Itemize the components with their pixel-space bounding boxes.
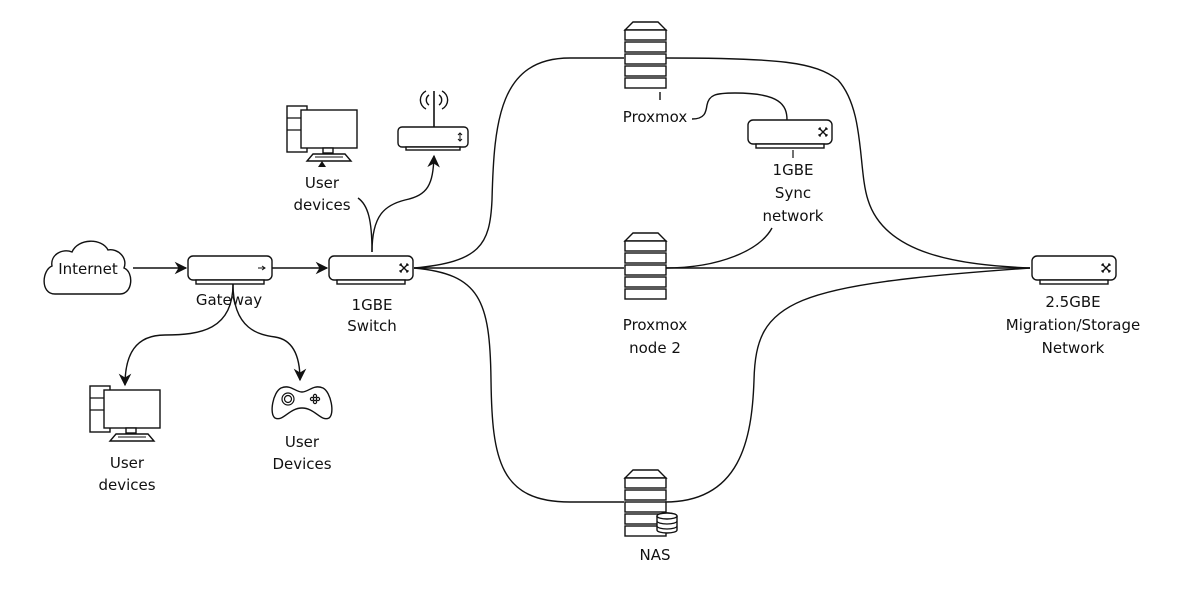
node-user-devices-bottom[interactable]: [89, 385, 161, 442]
arrow-right-icon: [258, 265, 266, 271]
node-label-proxmox2-line1: Proxmox: [623, 316, 688, 334]
node-label: Internet: [58, 260, 118, 278]
node-label-nas: NAS: [639, 546, 670, 564]
node-label-gamepad-line1: User: [285, 433, 320, 451]
edge-gateway-pc-bottom: [118, 283, 234, 387]
node-gateway[interactable]: [187, 255, 273, 285]
edge-nas-25g: [664, 267, 1031, 503]
edge-switch-proxmox1: [413, 57, 624, 269]
node-label-gamepad-line2: Devices: [272, 455, 331, 473]
server-icon: [624, 21, 667, 89]
edge-proxmox2-sync: [664, 227, 773, 269]
node-label-sync-line3: network: [763, 207, 824, 225]
node-label-25g-line1: 2.5GBE: [1045, 293, 1100, 311]
edges: [118, 57, 1031, 503]
node-label-proxmox2-line2: node 2: [629, 339, 681, 357]
server-icon: [624, 232, 667, 300]
node-label-sync-line2: Sync: [775, 184, 811, 202]
node-label-25g-line2: Migration/Storage: [1006, 316, 1140, 334]
node-label-gateway: Gateway: [196, 291, 262, 309]
node-label-25g-line3: Network: [1042, 339, 1105, 357]
node-proxmox-2[interactable]: [624, 232, 667, 300]
edge-switch-pc-top: [357, 197, 373, 253]
router-icon: [187, 255, 273, 285]
edge-switch-nas: [413, 267, 624, 503]
node-user-devices-top[interactable]: [286, 105, 358, 167]
node-internet[interactable]: Internet: [43, 240, 132, 295]
node-gamepad[interactable]: [271, 386, 333, 420]
node-label-pc-bottom-line1: User: [110, 454, 145, 472]
node-label-pc-top-line2: devices: [293, 196, 350, 214]
node-proxmox[interactable]: [624, 21, 667, 89]
desktop-computer-icon: [286, 105, 358, 162]
node-switch-1gbe[interactable]: [328, 255, 414, 285]
node-switch-25gbe[interactable]: [1031, 255, 1117, 285]
node-access-point[interactable]: [397, 90, 469, 151]
node-label-pc-bottom-line2: devices: [98, 476, 155, 494]
cloud-icon: [43, 240, 132, 295]
nas-server-icon: [624, 469, 678, 537]
wireless-access-point-icon: [397, 90, 469, 151]
node-label-pc-top-line1: User: [305, 174, 340, 192]
node-sync-switch[interactable]: [747, 119, 833, 149]
edge-proxmox1-25g: [664, 57, 1031, 269]
gamepad-icon: [271, 386, 333, 420]
node-label-switch-line1: 1GBE: [352, 296, 393, 314]
edge-gateway-gamepad: [232, 283, 307, 382]
edge-proxmox1-sync: [659, 92, 788, 121]
node-label-switch-line2: Switch: [347, 317, 397, 335]
node-nas[interactable]: [624, 469, 678, 537]
node-label-sync-line1: 1GBE: [773, 161, 814, 179]
node-label-proxmox: Proxmox: [623, 108, 688, 126]
desktop-computer-icon: [89, 385, 161, 442]
edge-switch-ap: [371, 154, 440, 253]
